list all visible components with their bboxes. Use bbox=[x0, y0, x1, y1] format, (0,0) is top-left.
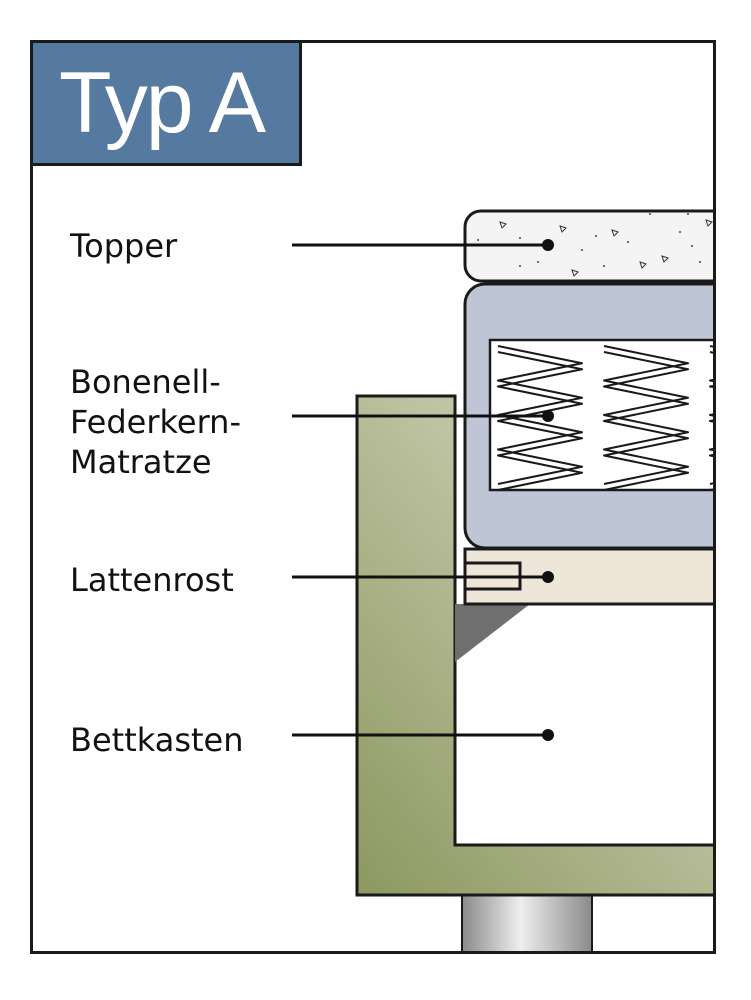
topper-speckle bbox=[519, 265, 521, 267]
topper-speckle bbox=[499, 221, 507, 229]
topper-speckle bbox=[687, 213, 689, 215]
topper-speckle bbox=[477, 239, 479, 241]
topper-speckle bbox=[691, 245, 693, 247]
spring-coil bbox=[603, 345, 689, 485]
label-bettkasten: Bettkasten bbox=[70, 721, 244, 759]
springs bbox=[497, 345, 713, 491]
topper-speckle bbox=[519, 237, 521, 239]
bed-foot bbox=[461, 894, 593, 951]
topper-speckle bbox=[699, 261, 701, 263]
topper-speckle bbox=[649, 213, 651, 215]
topper-speckle bbox=[661, 255, 669, 263]
topper-speckle bbox=[705, 219, 713, 227]
bettkasten-frame bbox=[355, 394, 713, 897]
label-topper: Topper bbox=[70, 227, 178, 265]
topper-speckle bbox=[581, 249, 583, 251]
lattenrost-dot bbox=[542, 571, 554, 583]
title-box: Typ A bbox=[30, 40, 302, 166]
slat-support bbox=[455, 604, 530, 662]
bettkasten-dot bbox=[542, 729, 554, 741]
spring-coil bbox=[709, 345, 713, 485]
topper-speckle bbox=[627, 241, 629, 243]
topper-speckle bbox=[603, 265, 605, 267]
matratze-dot bbox=[542, 410, 554, 422]
label-matratze: Bonenell- Federkern- Matratze bbox=[70, 363, 241, 481]
spring-coil bbox=[497, 351, 583, 491]
topper-speckle bbox=[571, 269, 579, 277]
topper-speckle bbox=[537, 261, 539, 263]
spring-coil bbox=[603, 351, 689, 491]
topper-speckle bbox=[639, 261, 647, 269]
topper-speckle bbox=[679, 231, 681, 233]
label-lattenrost: Lattenrost bbox=[70, 561, 234, 599]
title: Typ A bbox=[59, 55, 266, 151]
topper-texture bbox=[477, 213, 713, 277]
topper-speckle bbox=[559, 225, 567, 233]
topper-dot bbox=[542, 239, 554, 251]
spring-coil bbox=[709, 351, 713, 491]
topper-speckle bbox=[611, 229, 619, 237]
topper-speckle bbox=[595, 235, 597, 237]
